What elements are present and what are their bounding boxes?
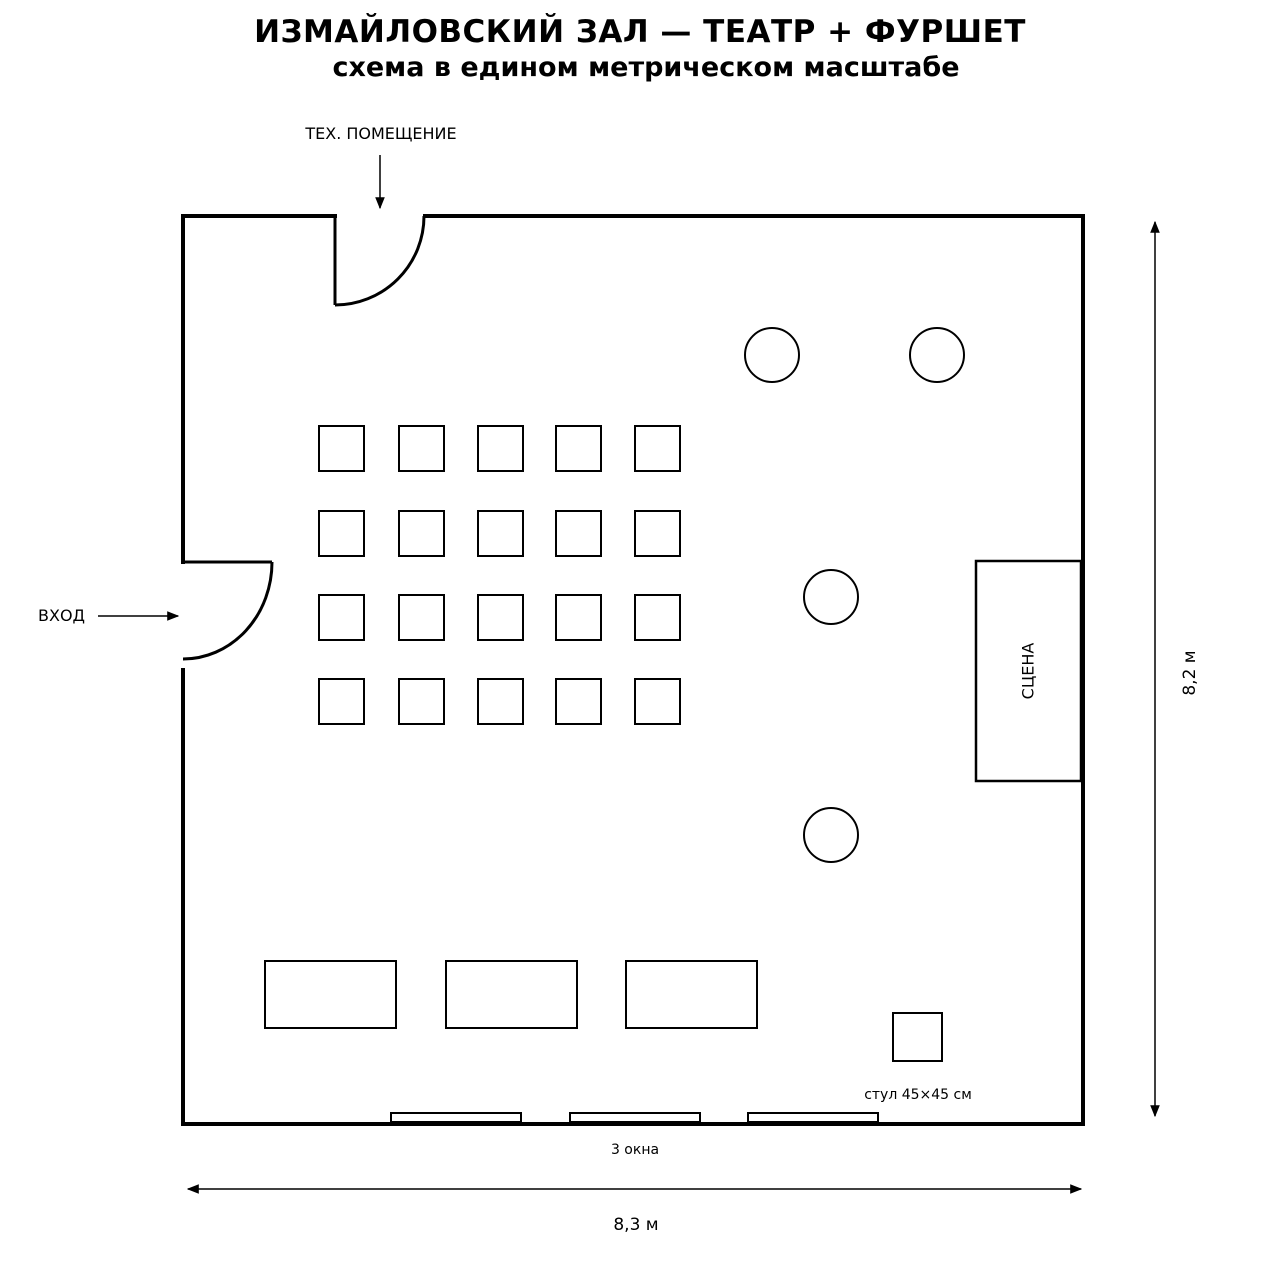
chair[interactable] [398,678,445,725]
chair[interactable] [477,510,524,557]
round-table[interactable] [909,327,965,383]
round-table[interactable] [744,327,800,383]
chair[interactable] [477,425,524,472]
entrance-label: ВХОД [38,606,85,625]
height-dimension-label: 8,2 м [1180,650,1200,695]
chair[interactable] [555,594,602,641]
chair[interactable] [318,678,365,725]
chair-size-note: стул 45×45 см [864,1087,972,1103]
chair[interactable] [398,594,445,641]
stage-label: СЦЕНА [1019,643,1038,700]
chair[interactable] [318,594,365,641]
diagram-title: ИЗМАЙЛОВСКИЙ ЗАЛ — ТЕАТР + ФУРШЕТ [254,14,1026,50]
chair[interactable] [555,510,602,557]
tech-room-door[interactable] [333,215,426,307]
chair[interactable] [398,510,445,557]
stage[interactable] [974,559,1083,783]
buffet-table[interactable] [264,960,397,1029]
windows [390,1112,879,1123]
chair[interactable] [318,510,365,557]
tech-room-label: ТЕХ. ПОМЕЩЕНИЕ [304,124,456,143]
windows-label: 3 окна [611,1142,659,1158]
entrance-door[interactable] [182,560,274,661]
round-table[interactable] [803,569,859,625]
buffet-tables [264,960,758,1029]
chair[interactable] [398,425,445,472]
round-tables [744,327,965,863]
chair[interactable] [318,425,365,472]
chair[interactable] [634,425,681,472]
room-walls [181,214,1085,1126]
chair[interactable] [555,425,602,472]
chair[interactable] [477,678,524,725]
chair[interactable] [634,678,681,725]
window [390,1112,522,1123]
diagram-subtitle: схема в едином метрическом масштабе [332,52,960,83]
buffet-table[interactable] [445,960,578,1029]
theatre-seating [318,425,681,725]
chair[interactable] [634,510,681,557]
window [747,1112,879,1123]
chair[interactable] [555,678,602,725]
window [569,1112,701,1123]
chair[interactable] [477,594,524,641]
round-table[interactable] [803,807,859,863]
chair[interactable] [634,594,681,641]
legend-chair [892,1012,943,1062]
buffet-table[interactable] [625,960,758,1029]
width-dimension-label: 8,3 м [613,1215,658,1235]
